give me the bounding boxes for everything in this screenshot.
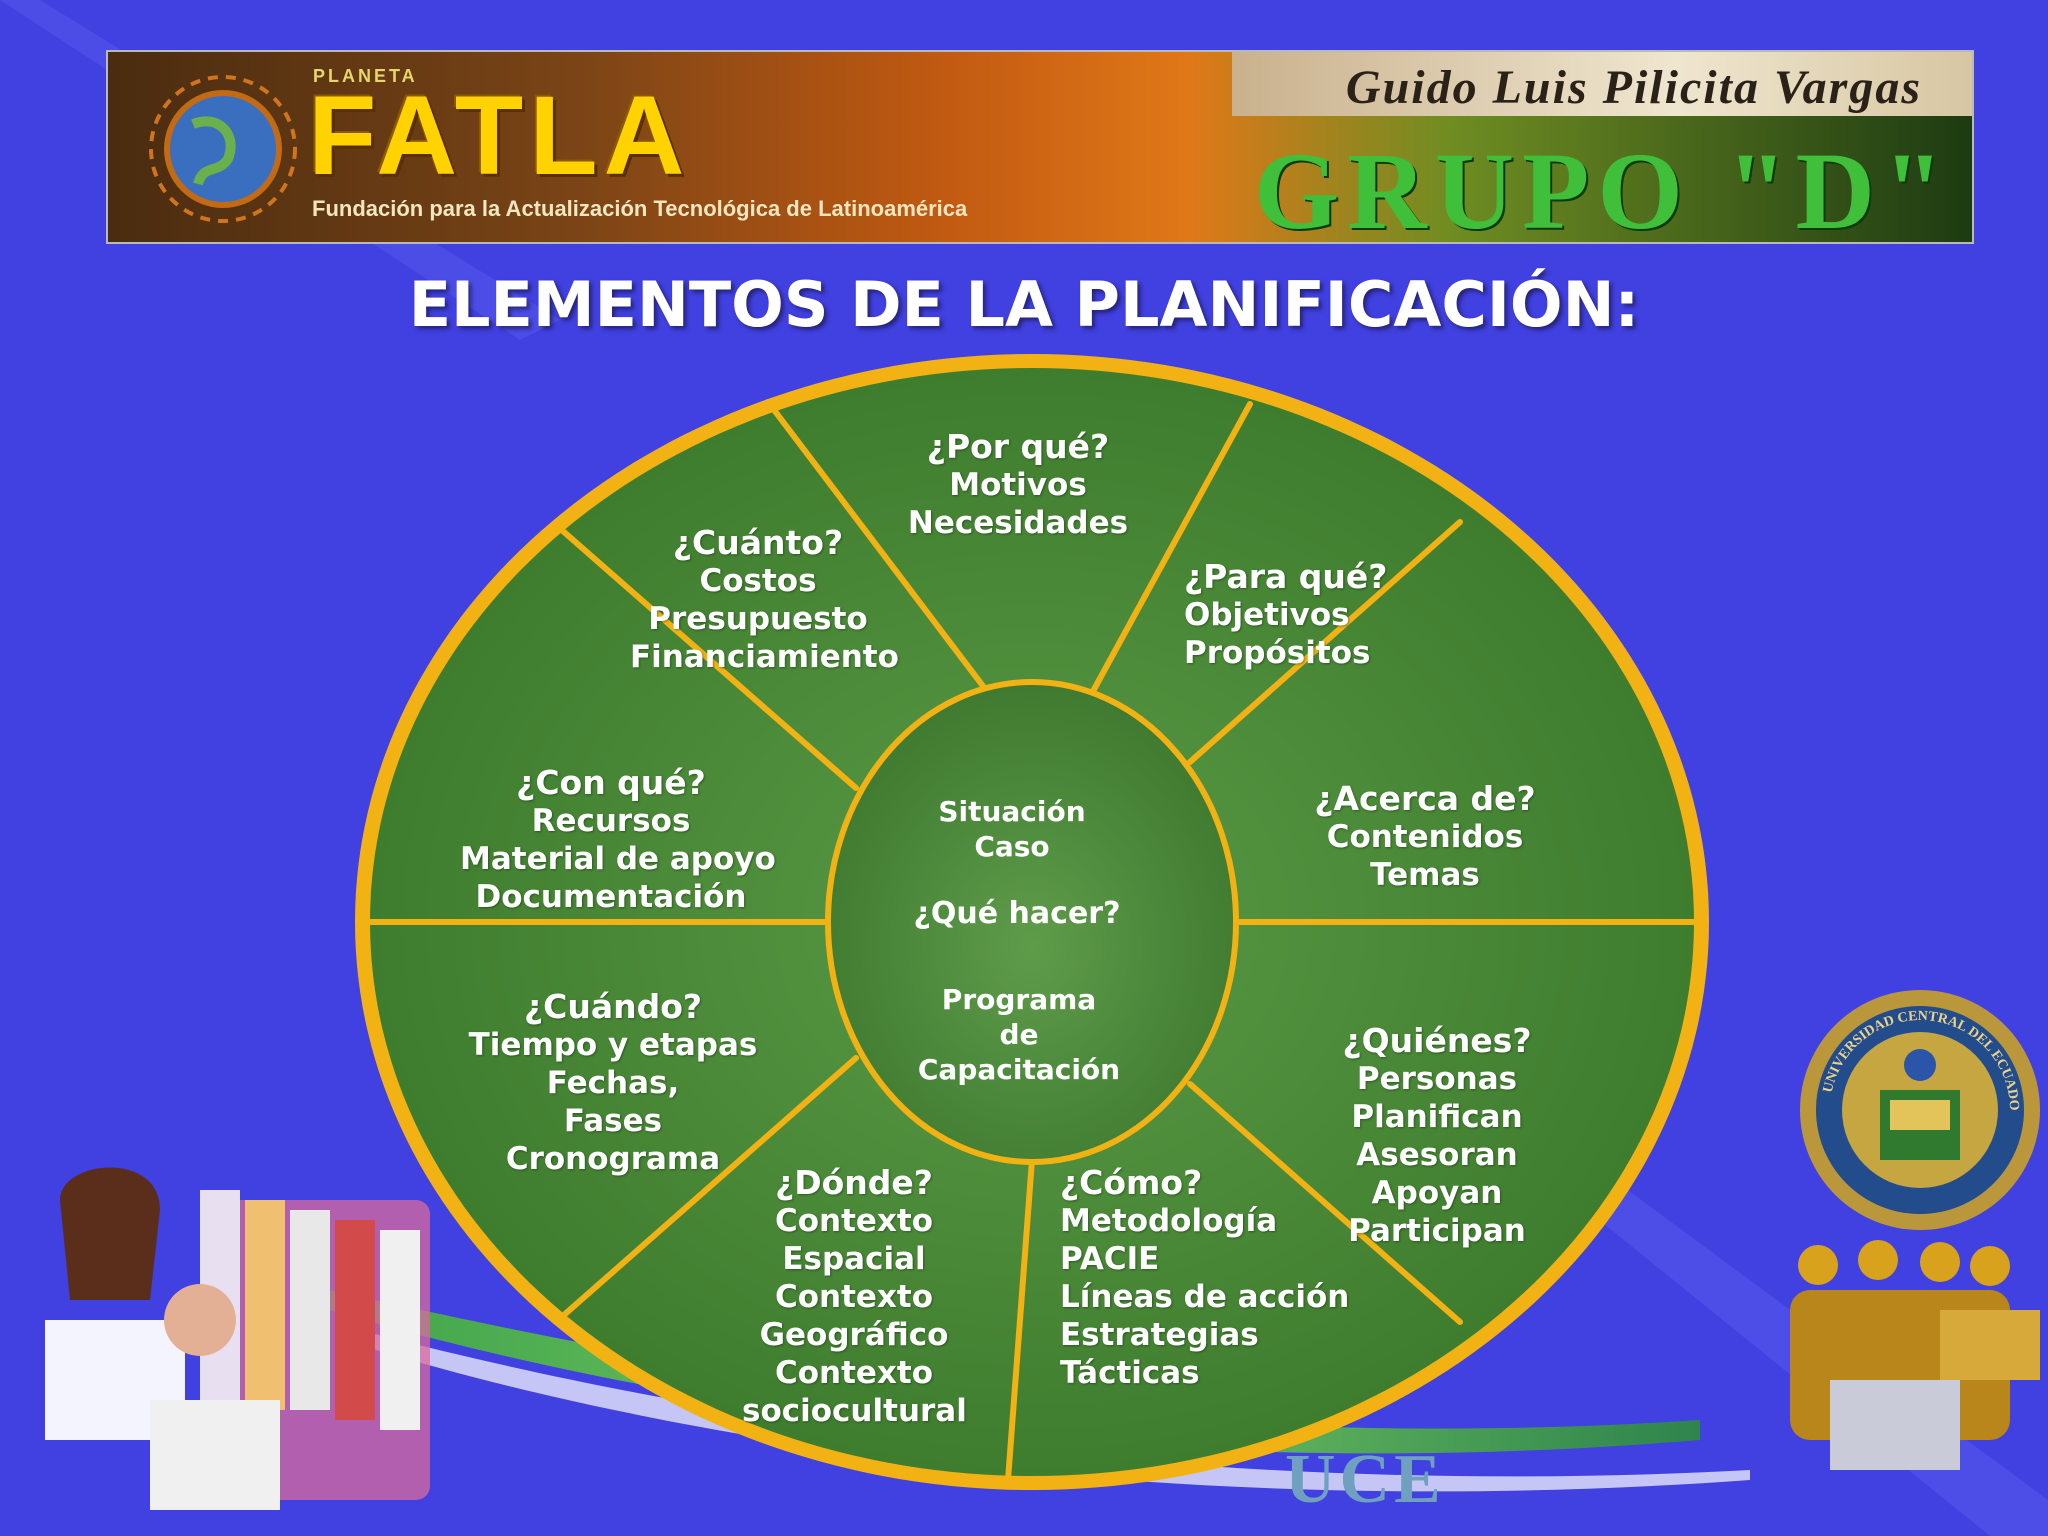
- segment-item: Geográfico: [759, 1317, 949, 1353]
- segment-item: Costos: [699, 563, 817, 599]
- segment-item: Motivos: [949, 467, 1087, 503]
- segment-item: Estrategias: [1060, 1317, 1259, 1353]
- segment-item: Espacial: [782, 1241, 926, 1277]
- segment-item: Contexto: [774, 1203, 934, 1239]
- segment-item: Líneas de acción: [1060, 1279, 1350, 1315]
- children-reading-illustration: [45, 1167, 430, 1510]
- uce-logo-text: UCE: [1285, 1441, 1445, 1518]
- segment-item: Tácticas: [1060, 1355, 1200, 1391]
- group-name: GRUPO "D": [1253, 130, 1952, 244]
- center-label: Situación Caso: [932, 794, 1092, 864]
- center-question: ¿Qué hacer?: [900, 896, 1134, 931]
- segment-question: ¿Dónde?: [775, 1163, 933, 1202]
- segment-como: ¿Cómo? Metodología PACIE Líneas de acció…: [1060, 1164, 1350, 1392]
- segment-donde: ¿Dónde? Contexto Espacial Contexto Geogr…: [742, 1163, 967, 1430]
- segment-para-que: ¿Para qué? Objetivos Propósitos: [1184, 558, 1414, 672]
- segment-item: Contexto: [774, 1279, 934, 1315]
- segment-acerca-de: ¿Acerca de? Contenidos Temas: [1308, 780, 1542, 894]
- center-line: Situación: [938, 795, 1086, 828]
- segment-question: ¿Por qué?: [926, 427, 1110, 466]
- segment-question: ¿Cuándo?: [523, 987, 703, 1026]
- segment-item: Asesoran: [1356, 1137, 1518, 1173]
- segment-quienes: ¿Quiénes? Personas Planifican Asesoran A…: [1330, 1022, 1544, 1250]
- divider-line: [553, 522, 859, 791]
- segment-question: ¿Acerca de?: [1314, 779, 1536, 818]
- banner-planeta: PLANETA: [313, 66, 418, 86]
- center-line: Caso: [974, 830, 1050, 863]
- seal-lettering: UNIVERSIDAD CENTRAL DEL ECUADOR: [1800, 990, 2021, 1111]
- segment-question: ¿Cuánto?: [672, 523, 844, 562]
- segment-cuanto: ¿Cuánto? Costos Presupuesto Financiamien…: [630, 523, 899, 676]
- center-line: de: [999, 1018, 1039, 1051]
- segment-con-que: ¿Con qué? Recursos Material de apoyo Doc…: [460, 763, 776, 916]
- header-banner: PLANETA FATLA Fundación para la Actualiz…: [106, 50, 1974, 244]
- divider-line: [1083, 401, 1253, 707]
- segment-item: Tiempo y etapas: [468, 1027, 758, 1063]
- page-title: ELEMENTOS DE LA PLANIFICACIÓN:: [408, 268, 1640, 341]
- segment-item: Recursos: [531, 803, 691, 839]
- segment-item: Metodología: [1060, 1203, 1278, 1239]
- globe-icon: [149, 75, 297, 223]
- segment-question: ¿Cómo?: [1060, 1163, 1203, 1202]
- segment-item: Contexto: [774, 1355, 934, 1391]
- university-seal: [1800, 990, 2040, 1230]
- segment-item: Fases: [563, 1103, 663, 1139]
- divider-line: [1005, 1157, 1035, 1483]
- divider-line: [1187, 1081, 1463, 1325]
- segment-question: ¿Con qué?: [516, 763, 706, 802]
- segment-item: Financiamiento: [630, 639, 899, 675]
- segment-item: Objetivos: [1184, 597, 1350, 633]
- segment-item: Presupuesto: [648, 601, 868, 637]
- segment-item: Propósitos: [1184, 635, 1371, 671]
- segment-item: Documentación: [475, 879, 747, 915]
- segment-item: Temas: [1370, 857, 1480, 893]
- gold-figures-illustration: [1790, 1240, 2040, 1470]
- segment-item: Necesidades: [907, 505, 1129, 541]
- segment-item: Contenidos: [1326, 819, 1524, 855]
- segment-item: Participan: [1348, 1213, 1526, 1249]
- seal-text: UNIVERSIDAD CENTRAL DEL ECUADOR: [1800, 990, 2021, 1111]
- segment-item: Cronograma: [505, 1141, 721, 1177]
- divider-line: [553, 1055, 859, 1325]
- segment-item: sociocultural: [742, 1393, 967, 1429]
- segment-item: Material de apoyo: [460, 841, 776, 877]
- svg-text:UNIVERSIDAD CENTRAL DEL ECUADO: UNIVERSIDAD CENTRAL DEL ECUADOR: [1800, 990, 2021, 1111]
- segment-item: Planifican: [1351, 1099, 1523, 1135]
- divider-line: [765, 399, 995, 701]
- segment-question: ¿Quiénes?: [1342, 1021, 1532, 1060]
- segment-item: Apoyan: [1371, 1175, 1503, 1211]
- banner-name-strip: [1232, 52, 1972, 116]
- author-name: Guido Luis Pilicita Vargas: [1345, 61, 1922, 114]
- segment-item: PACIE: [1060, 1241, 1160, 1277]
- center-circle: [825, 679, 1239, 1165]
- center-line: ¿Qué hacer?: [913, 896, 1121, 931]
- segment-item: Fechas,: [546, 1065, 680, 1101]
- segment-item: Personas: [1356, 1061, 1518, 1097]
- fatla-logo: FATLA: [308, 73, 691, 198]
- segment-por-que: ¿Por qué? Motivos Necesidades: [900, 428, 1136, 542]
- center-program: Programa de Capacitación: [902, 982, 1136, 1087]
- divider-line: [1187, 519, 1463, 765]
- center-line: Programa: [941, 983, 1097, 1016]
- banner-subtitle: Fundación para la Actualización Tecnológ…: [312, 196, 968, 221]
- segment-cuando: ¿Cuándo? Tiempo y etapas Fechas, Fases C…: [464, 988, 762, 1178]
- center-line: Capacitación: [917, 1053, 1121, 1086]
- segment-question: ¿Para qué?: [1184, 557, 1388, 596]
